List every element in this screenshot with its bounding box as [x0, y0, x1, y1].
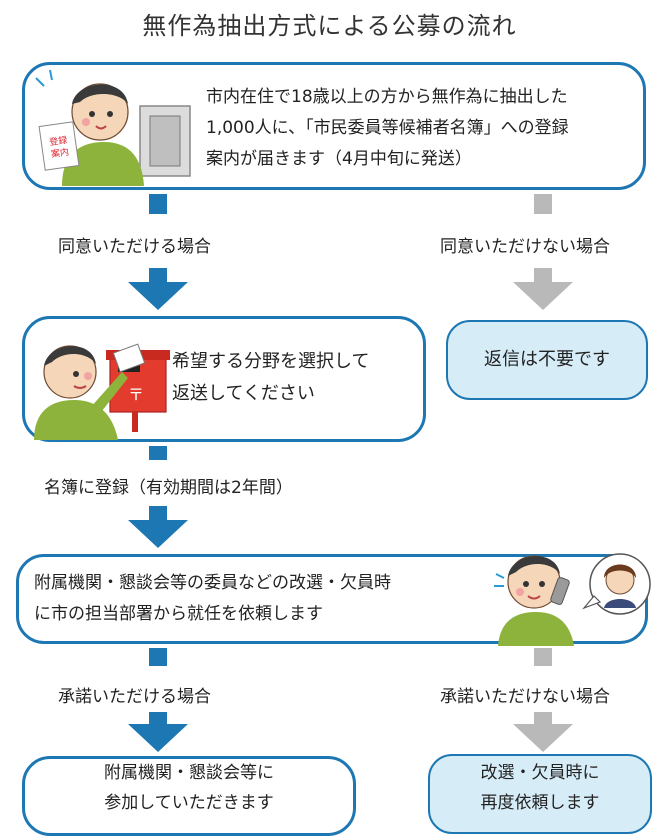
final-yes-line-2: 参加していただきます: [104, 793, 274, 813]
arrow-no-2: [513, 724, 573, 752]
register-label: 名簿に登録（有効期間は2年間）: [44, 478, 293, 498]
step3-text: 附属機関・懇談会等の委員などの改選・欠員時 に市の担当部署から就任を依頼します: [34, 568, 391, 630]
step2-line-2: 返送してください: [172, 383, 315, 404]
step1-text: 市内在住で18歳以上の方から無作為に抽出した 1,000人に、「市民委員等候補者…: [206, 82, 569, 175]
step2-line-1: 希望する分野を選択して: [172, 351, 370, 372]
branch1-no-label: 同意いただけない場合: [440, 237, 610, 257]
connector-register-top: [149, 446, 167, 460]
connector-no-1-bottom: [534, 268, 552, 282]
letter-icon: [38, 121, 80, 171]
connector-yes-1-top: [149, 194, 167, 214]
connector-register-bottom: [149, 506, 167, 520]
arrow-no-1: [513, 282, 573, 310]
connector-yes-1-bottom: [149, 268, 167, 282]
step1-line-3: 案内が届きます（4月中旬に発送）: [206, 149, 472, 169]
arrow-yes-2: [128, 724, 188, 752]
person-on-phone-illustration: [494, 553, 651, 646]
final-no-line-1: 改選・欠員時に: [480, 763, 600, 783]
connector-no-2-bottom: [534, 712, 552, 724]
step2-text: 希望する分野を選択して 返送してください: [172, 346, 369, 410]
connector-no-2-top: [534, 648, 552, 666]
postbox-mark: 〒: [128, 385, 144, 404]
final-yes-text: 附属機関・懇談会等に 参加していただきます: [22, 758, 356, 818]
letter-text-2: 案内: [50, 146, 70, 160]
arrow-yes-1: [128, 282, 188, 310]
step1-line-2: 1,000人に、「市民委員等候補者名簿」への登録: [206, 118, 569, 138]
step3-line-2: に市の担当部署から就任を依頼します: [34, 604, 323, 624]
letter-text-1: 登録: [49, 134, 69, 148]
phone-icon: [550, 577, 570, 605]
branch2-no-label: 承諾いただけない場合: [440, 687, 610, 707]
person-reading-letter-illustration: 登録 案内: [35, 69, 191, 186]
final-no-line-2: 再度依頼します: [480, 793, 600, 813]
reply-not-needed-text: 返信は不要です: [484, 349, 610, 370]
branch2-yes-label: 承諾いただける場合: [58, 687, 211, 707]
final-no-text: 改選・欠員時に 再度依頼します: [428, 758, 652, 818]
connector-yes-2-bottom: [149, 712, 167, 724]
branch1-yes-label: 同意いただける場合: [58, 237, 211, 257]
arrow-register: [128, 520, 188, 548]
step3-line-1: 附属機関・懇談会等の委員などの改選・欠員時: [34, 573, 391, 593]
page-title: 無作為抽出方式による公募の流れ: [142, 12, 517, 40]
person-posting-letter-illustration: 〒: [34, 343, 170, 440]
step1-line-1: 市内在住で18歳以上の方から無作為に抽出した: [206, 87, 568, 107]
reply-not-needed-box: [446, 320, 648, 400]
connector-no-1-top: [534, 194, 552, 214]
final-yes-line-1: 附属機関・懇談会等に: [104, 763, 274, 783]
connector-yes-2-top: [149, 648, 167, 666]
